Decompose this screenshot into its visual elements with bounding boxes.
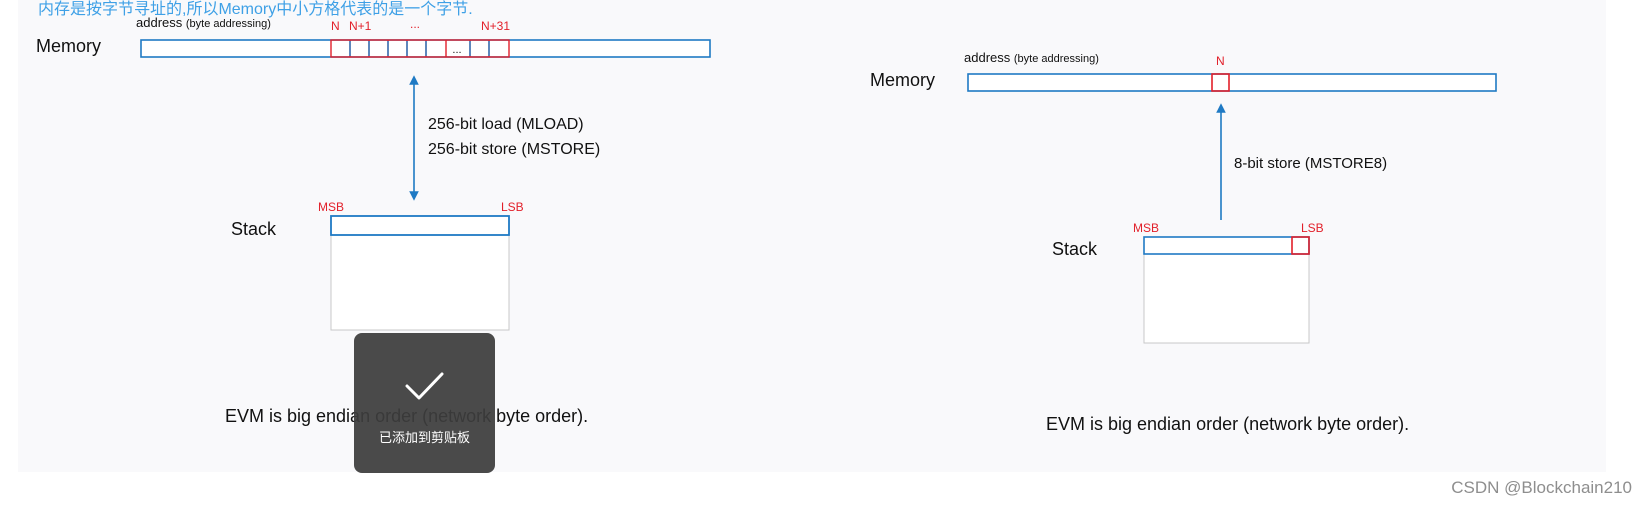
- cell-label-n-plus-31: N+31: [481, 19, 510, 33]
- right-lsb-label: LSB: [1301, 221, 1324, 235]
- right-address-label: address (byte addressing): [964, 50, 1099, 65]
- right-byte-cell: [1211, 73, 1230, 92]
- right-stack-byte-cell: [1291, 236, 1310, 255]
- annotation-note: 内存是按字节寻址的,所以Memory中小方格代表的是一个字节.: [38, 1, 473, 18]
- left-address-label: address (byte addressing): [136, 15, 271, 30]
- byte-cells-outline: [330, 39, 510, 58]
- right-caption: EVM is big endian order (network byte or…: [1046, 414, 1409, 434]
- clipboard-toast: 已添加到剪贴板: [354, 333, 495, 473]
- right-memory-label: Memory: [870, 70, 935, 90]
- right-stack-label: Stack: [1052, 239, 1098, 259]
- left-diagram: Memory address (byte addressing): [36, 15, 711, 426]
- left-memory-label: Memory: [36, 36, 101, 56]
- mload-label: 256-bit load (MLOAD): [428, 116, 584, 133]
- cell-label-n: N: [331, 19, 340, 33]
- right-cell-label-n: N: [1216, 54, 1225, 68]
- checkmark-icon: [405, 372, 444, 400]
- cell-label-n-plus-1: N+1: [349, 19, 372, 33]
- left-byte-cell-blue-dividers: [349, 41, 490, 56]
- left-lsb-label: LSB: [501, 200, 524, 214]
- cell-label-ellipsis: ...: [410, 17, 420, 31]
- watermark: CSDN @Blockchain210: [1451, 478, 1632, 497]
- left-msb-label: MSB: [318, 200, 344, 214]
- right-memory-bar: [967, 73, 1497, 92]
- right-msb-label: MSB: [1133, 221, 1159, 235]
- toast-message: 已添加到剪贴板: [378, 431, 470, 446]
- left-cell-inner-ellipsis: ...: [452, 44, 461, 56]
- left-stack-label: Stack: [231, 219, 277, 239]
- right-diagram: Memory address (byte addressing) N 8-bit…: [870, 50, 1497, 434]
- mstore8-label: 8-bit store (MSTORE8): [1234, 155, 1387, 172]
- left-stack-top-word: [330, 215, 510, 236]
- right-stack-top-word: [1143, 236, 1310, 255]
- mstore-label: 256-bit store (MSTORE): [428, 141, 600, 158]
